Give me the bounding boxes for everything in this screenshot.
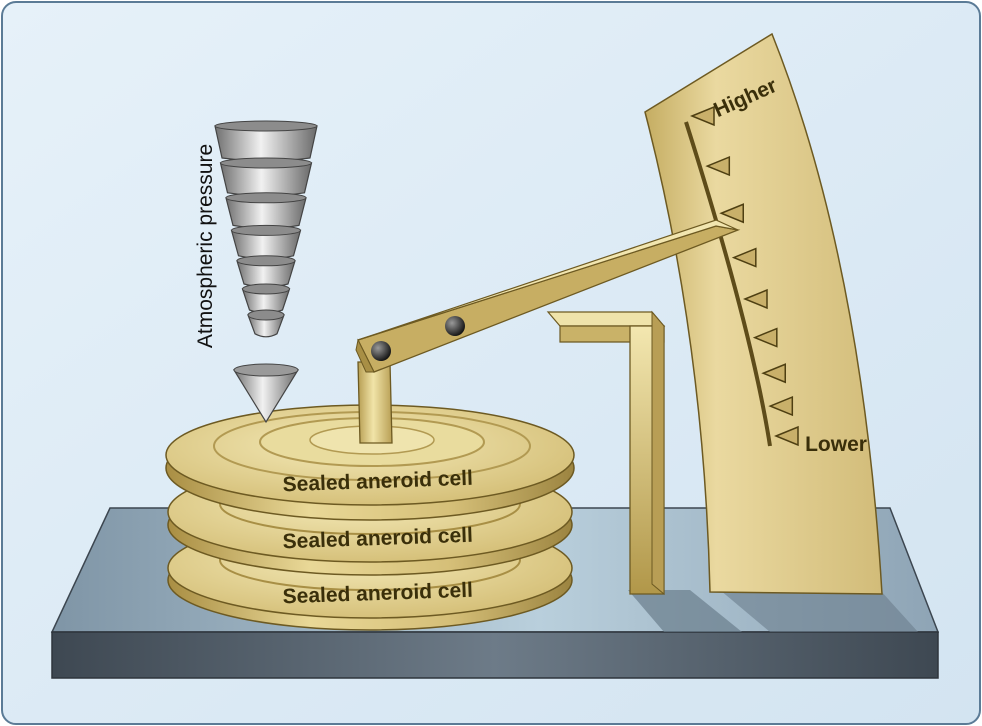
pivot-pin-left — [371, 341, 391, 361]
cell-post — [357, 361, 393, 444]
aneroid-cell-top — [165, 404, 575, 521]
scale-tick — [705, 155, 731, 177]
scale-tick — [752, 327, 778, 348]
pivot-pin-right — [445, 316, 465, 336]
pressure-weight — [230, 224, 302, 260]
pressure-weight — [219, 157, 313, 197]
lever-support-bracket — [546, 310, 666, 596]
scale-tick — [731, 247, 757, 268]
scale-tick — [768, 395, 794, 417]
pressure-weight — [241, 283, 291, 314]
pressure-weight — [236, 255, 296, 288]
atmospheric-pressure-label: Atmospheric pressure — [194, 144, 217, 348]
pressure-weight — [247, 309, 285, 338]
aneroid-cell-stack: Sealed aneroid cell Sealed aneroid cell … — [165, 404, 575, 631]
pressure-weight — [225, 192, 307, 229]
scale-tick — [761, 363, 786, 384]
lever-arm — [355, 219, 741, 373]
pressure-arrow-tip — [232, 363, 300, 424]
scale-tick — [743, 288, 768, 310]
pressure-weight — [214, 120, 318, 162]
pressure-scale: Higher Lower — [644, 32, 883, 595]
scale-tick — [719, 203, 744, 224]
scale-tick-marks — [690, 105, 799, 447]
scale-tick — [690, 105, 715, 127]
scale-tick — [774, 425, 799, 447]
pressure-weight-stack — [214, 120, 318, 338]
scale-label-lower: Lower — [805, 433, 867, 456]
